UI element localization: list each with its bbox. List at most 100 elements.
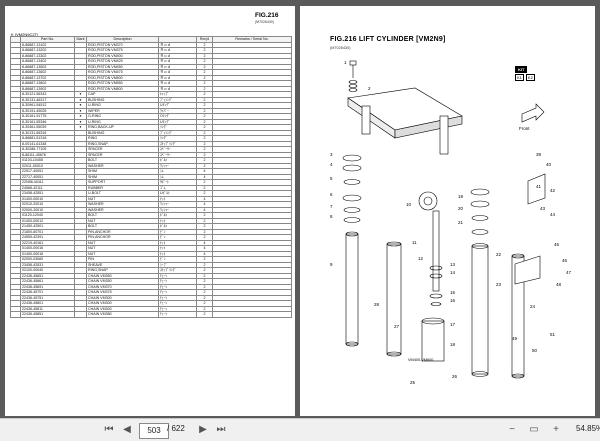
remarks-cell (212, 300, 292, 307)
remarks-cell (212, 311, 292, 318)
zoom-out-button[interactable]: − (509, 424, 515, 435)
page-total: / 622 (167, 424, 185, 433)
remarks-cell (212, 278, 292, 285)
page-number-input[interactable] (139, 423, 169, 439)
callout-label: 10 (406, 202, 412, 207)
callout-label: 5 (330, 176, 333, 181)
first-page-button[interactable]: ⏮ (104, 424, 114, 435)
remarks-cell (212, 69, 292, 76)
remarks-cell (212, 107, 292, 114)
callout-layer: 1234567891011121314151617181920212223242… (330, 60, 572, 385)
callout-label: 49 (512, 336, 518, 341)
callout-label: 50 (532, 348, 538, 353)
description-cell: CHAIN VM380 (86, 311, 159, 318)
remarks-cell (212, 261, 292, 268)
parts-table: Part No. Mark Description Req'd Remarks … (10, 36, 292, 318)
callout-label: 1 (344, 60, 347, 65)
callout-label: 27 (394, 324, 400, 329)
remarks-cell (212, 74, 292, 81)
callout-label: 15 (450, 290, 456, 295)
callout-label: 41 (536, 184, 542, 189)
remarks-cell (212, 91, 292, 98)
figure-code: (M7026430) (255, 20, 274, 24)
callout-label: 6 (330, 192, 333, 197)
last-page-button[interactable]: ⏭ (216, 424, 226, 435)
callout-label: 3 (330, 152, 333, 157)
callout-label: 44 (550, 212, 556, 217)
remarks-cell (212, 283, 292, 290)
reqd-cell: 2 (196, 311, 213, 318)
callout-label: 17 (450, 322, 456, 327)
callout-label: 25 (410, 380, 416, 385)
remarks-cell (212, 102, 292, 109)
next-page-button[interactable]: ▶ (199, 424, 207, 435)
left-page: FIG.216 (M7026430) K (VM2N9C2T) Part No.… (5, 6, 295, 416)
callout-label: 40 (546, 162, 552, 167)
remarks-cell (212, 85, 292, 92)
callout-label: 4 (330, 162, 333, 167)
remarks-cell (212, 256, 292, 263)
remarks-cell (212, 113, 292, 120)
lift-cylinder-diagram: 1234567891011121314151617181920212223242… (330, 60, 572, 385)
callout-label: 7 (330, 204, 333, 209)
fit-page-icon[interactable]: ▭ (529, 424, 539, 435)
previous-page-button[interactable]: ◀ (123, 424, 131, 435)
front-label: Front (519, 126, 530, 131)
callout-label: 12 (418, 256, 424, 261)
callout-label: 26 (452, 374, 458, 379)
kit-item-k1: K1 (515, 74, 524, 81)
kit-item-k2: K2 (525, 74, 535, 81)
callout-label: 14 (450, 270, 456, 275)
remarks-cell (212, 267, 292, 274)
zoom-in-button[interactable]: + (553, 424, 559, 435)
figure-code: (M7026430) (330, 46, 351, 50)
callout-label: 8 (330, 214, 333, 219)
callout-label: 13 (450, 262, 456, 267)
callout-label: 19 (458, 194, 464, 199)
figure-title: FIG.216 LIFT CYLINDER [VM2N9] (330, 36, 446, 43)
callout-label: 18 (450, 342, 456, 347)
callout-label: 45 (554, 242, 560, 247)
callout-label: 39 (536, 152, 542, 157)
remarks-cell (212, 305, 292, 312)
index-cell (10, 311, 21, 318)
remarks-cell (212, 294, 292, 301)
description-jp-cell: ﾁｪｰﾝ (158, 311, 197, 318)
callout-label: 11 (412, 240, 417, 245)
zoom-level: 54.85% (576, 424, 600, 433)
remarks-cell (212, 96, 292, 103)
callout-label: 2 (368, 86, 371, 91)
callout-label: 22 (496, 252, 502, 257)
callout-label: 47 (566, 270, 572, 275)
callout-label: 42 (550, 188, 556, 193)
callout-label: 21 (458, 220, 464, 225)
callout-label: 24 (530, 304, 536, 309)
variant-label: VM400-VM600 (408, 358, 434, 362)
part-no-cell: 22436-45851 (20, 311, 75, 318)
